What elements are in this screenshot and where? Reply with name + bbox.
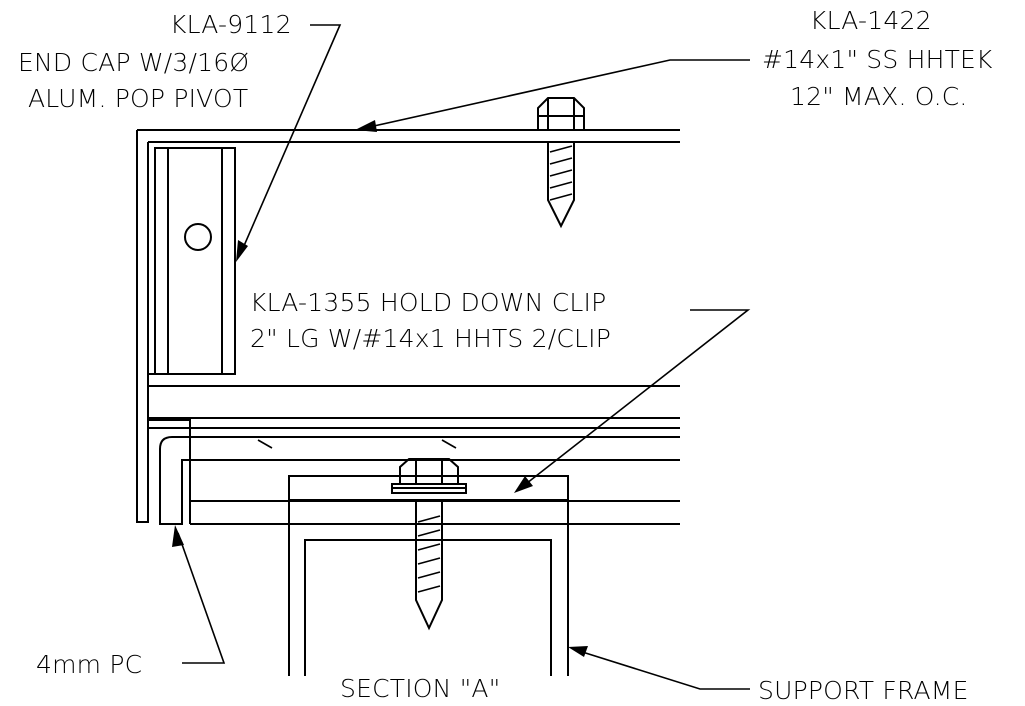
leader-screw <box>355 59 750 132</box>
section-title: SECTION "A" <box>340 674 501 703</box>
clip-desc-line1: KLA-1355 HOLD DOWN CLIP <box>250 288 607 317</box>
panel-layers <box>148 419 680 525</box>
end-cap-desc-line1: END CAP W/3/16Ø <box>18 48 250 77</box>
leader-support <box>568 646 750 690</box>
screw-desc-line1: #14x1" SS HHTEK <box>762 45 993 74</box>
leader-panel <box>172 525 226 664</box>
support-frame <box>288 475 569 676</box>
leader-clip <box>514 309 751 493</box>
leader-end-cap <box>236 24 342 262</box>
screw-part-label: KLA-1422 <box>810 6 932 35</box>
panel-label: 4mm PC <box>36 650 143 679</box>
end-cap-profile <box>136 129 680 523</box>
end-cap-part-label: KLA-9112 <box>170 10 292 39</box>
screw-desc-line2: 12" MAX. O.C. <box>790 82 968 111</box>
top-screw <box>537 97 585 229</box>
clip-desc-line2: 2" LG W/#14x1 HHTS 2/CLIP <box>250 324 611 353</box>
end-cap-desc-line2: ALUM. POP PIVOT <box>28 84 249 113</box>
pop-pivot-hole <box>184 223 212 251</box>
clip-screw <box>391 458 467 631</box>
support-frame-label: SUPPORT FRAME <box>758 676 969 705</box>
